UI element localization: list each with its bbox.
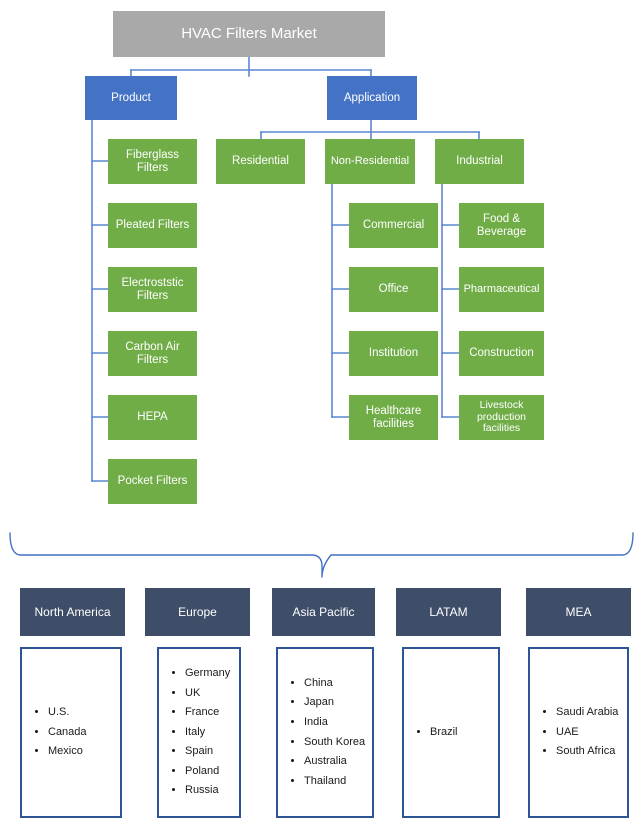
country-item: Germany	[185, 664, 239, 684]
region-header-mea[interactable]: MEA	[526, 588, 631, 636]
node-nonres-child-2[interactable]: Institution	[349, 331, 438, 376]
node-label: Electroststic Filters	[121, 276, 184, 302]
node-label: Residential	[232, 155, 289, 168]
region-name: LATAM	[429, 605, 468, 619]
country-item: Japan	[304, 693, 372, 713]
node-label: Carbon Air Filters	[125, 340, 180, 366]
country-item: India	[304, 713, 372, 733]
country-item: South Africa	[556, 742, 627, 762]
node-product-child-1[interactable]: Pleated Filters	[108, 203, 197, 248]
region-name: MEA	[565, 605, 592, 619]
node-product-child-2[interactable]: Electroststic Filters	[108, 267, 197, 312]
node-label: Pocket Filters	[117, 475, 188, 488]
node-nonres-child-1[interactable]: Office	[349, 267, 438, 312]
country-item: Thailand	[304, 772, 372, 792]
node-product-child-0[interactable]: Fiberglass Filters	[108, 139, 197, 184]
node-label: Institution	[368, 347, 419, 360]
node-application[interactable]: Application	[327, 76, 417, 120]
node-product-label: Product	[111, 91, 151, 104]
node-industrial-child-3[interactable]: Livestock production facilities	[459, 395, 544, 440]
node-root-label: HVAC Filters Market	[181, 24, 317, 42]
country-item: Canada	[48, 723, 120, 743]
country-item: China	[304, 674, 372, 694]
node-product-child-4[interactable]: HEPA	[108, 395, 197, 440]
country-list: ChinaJapanIndiaSouth KoreaAustraliaThail…	[278, 674, 372, 791]
node-label: Office	[378, 283, 409, 296]
node-label: HEPA	[137, 411, 168, 424]
country-list: GermanyUKFranceItalySpainPolandRussia	[159, 664, 239, 801]
node-industrial-child-1[interactable]: Pharmaceutical	[459, 267, 544, 312]
node-application-residential[interactable]: Residential	[216, 139, 305, 184]
node-label: Fiberglass Filters	[125, 148, 180, 174]
node-industrial-child-0[interactable]: Food & Beverage	[459, 203, 544, 248]
node-application-label: Application	[343, 91, 401, 104]
node-label: Pharmaceutical	[463, 283, 540, 296]
node-label: Pleated Filters	[115, 219, 190, 232]
region-header-latam[interactable]: LATAM	[396, 588, 501, 636]
country-item: Australia	[304, 752, 372, 772]
node-product-child-3[interactable]: Carbon Air Filters	[108, 331, 197, 376]
region-list-mea[interactable]: Saudi ArabiaUAESouth Africa	[528, 647, 629, 818]
country-item: Russia	[185, 781, 239, 801]
region-list-latam[interactable]: Brazil	[402, 647, 500, 818]
country-item: Italy	[185, 723, 239, 743]
node-label: Food & Beverage	[476, 212, 527, 238]
region-name: Asia Pacific	[292, 605, 355, 619]
node-label: Commercial	[362, 219, 425, 232]
country-list: U.S.CanadaMexico	[22, 703, 120, 762]
region-list-asia-pacific[interactable]: ChinaJapanIndiaSouth KoreaAustraliaThail…	[276, 647, 374, 818]
region-name: North America	[34, 605, 111, 619]
region-list-europe[interactable]: GermanyUKFranceItalySpainPolandRussia	[157, 647, 241, 818]
country-list: Brazil	[404, 723, 498, 743]
node-nonres-child-0[interactable]: Commercial	[349, 203, 438, 248]
region-header-north-america[interactable]: North America	[20, 588, 125, 636]
region-name: Europe	[178, 605, 217, 619]
node-label: Non-Residential	[330, 155, 410, 168]
node-label: Healthcare facilities	[365, 404, 422, 430]
country-item: UK	[185, 684, 239, 704]
country-item: Brazil	[430, 723, 498, 743]
node-nonres-child-3[interactable]: Healthcare facilities	[349, 395, 438, 440]
region-list-north-america[interactable]: U.S.CanadaMexico	[20, 647, 122, 818]
country-item: U.S.	[48, 703, 120, 723]
node-industrial-child-2[interactable]: Construction	[459, 331, 544, 376]
node-product-child-5[interactable]: Pocket Filters	[108, 459, 197, 504]
country-item: South Korea	[304, 733, 372, 753]
country-item: Poland	[185, 762, 239, 782]
node-root[interactable]: HVAC Filters Market	[113, 11, 385, 57]
node-label: Industrial	[456, 155, 503, 168]
node-product[interactable]: Product	[85, 76, 177, 120]
country-item: Mexico	[48, 742, 120, 762]
country-list: Saudi ArabiaUAESouth Africa	[530, 703, 627, 762]
node-label: Construction	[469, 347, 534, 360]
region-header-europe[interactable]: Europe	[145, 588, 250, 636]
country-item: Saudi Arabia	[556, 703, 627, 723]
country-item: UAE	[556, 723, 627, 743]
node-application-industrial[interactable]: Industrial	[435, 139, 524, 184]
node-application-non-residential[interactable]: Non-Residential	[325, 139, 415, 184]
country-item: France	[185, 703, 239, 723]
region-header-asia-pacific[interactable]: Asia Pacific	[272, 588, 375, 636]
country-item: Spain	[185, 742, 239, 762]
node-label: Livestock production facilities	[476, 398, 527, 435]
